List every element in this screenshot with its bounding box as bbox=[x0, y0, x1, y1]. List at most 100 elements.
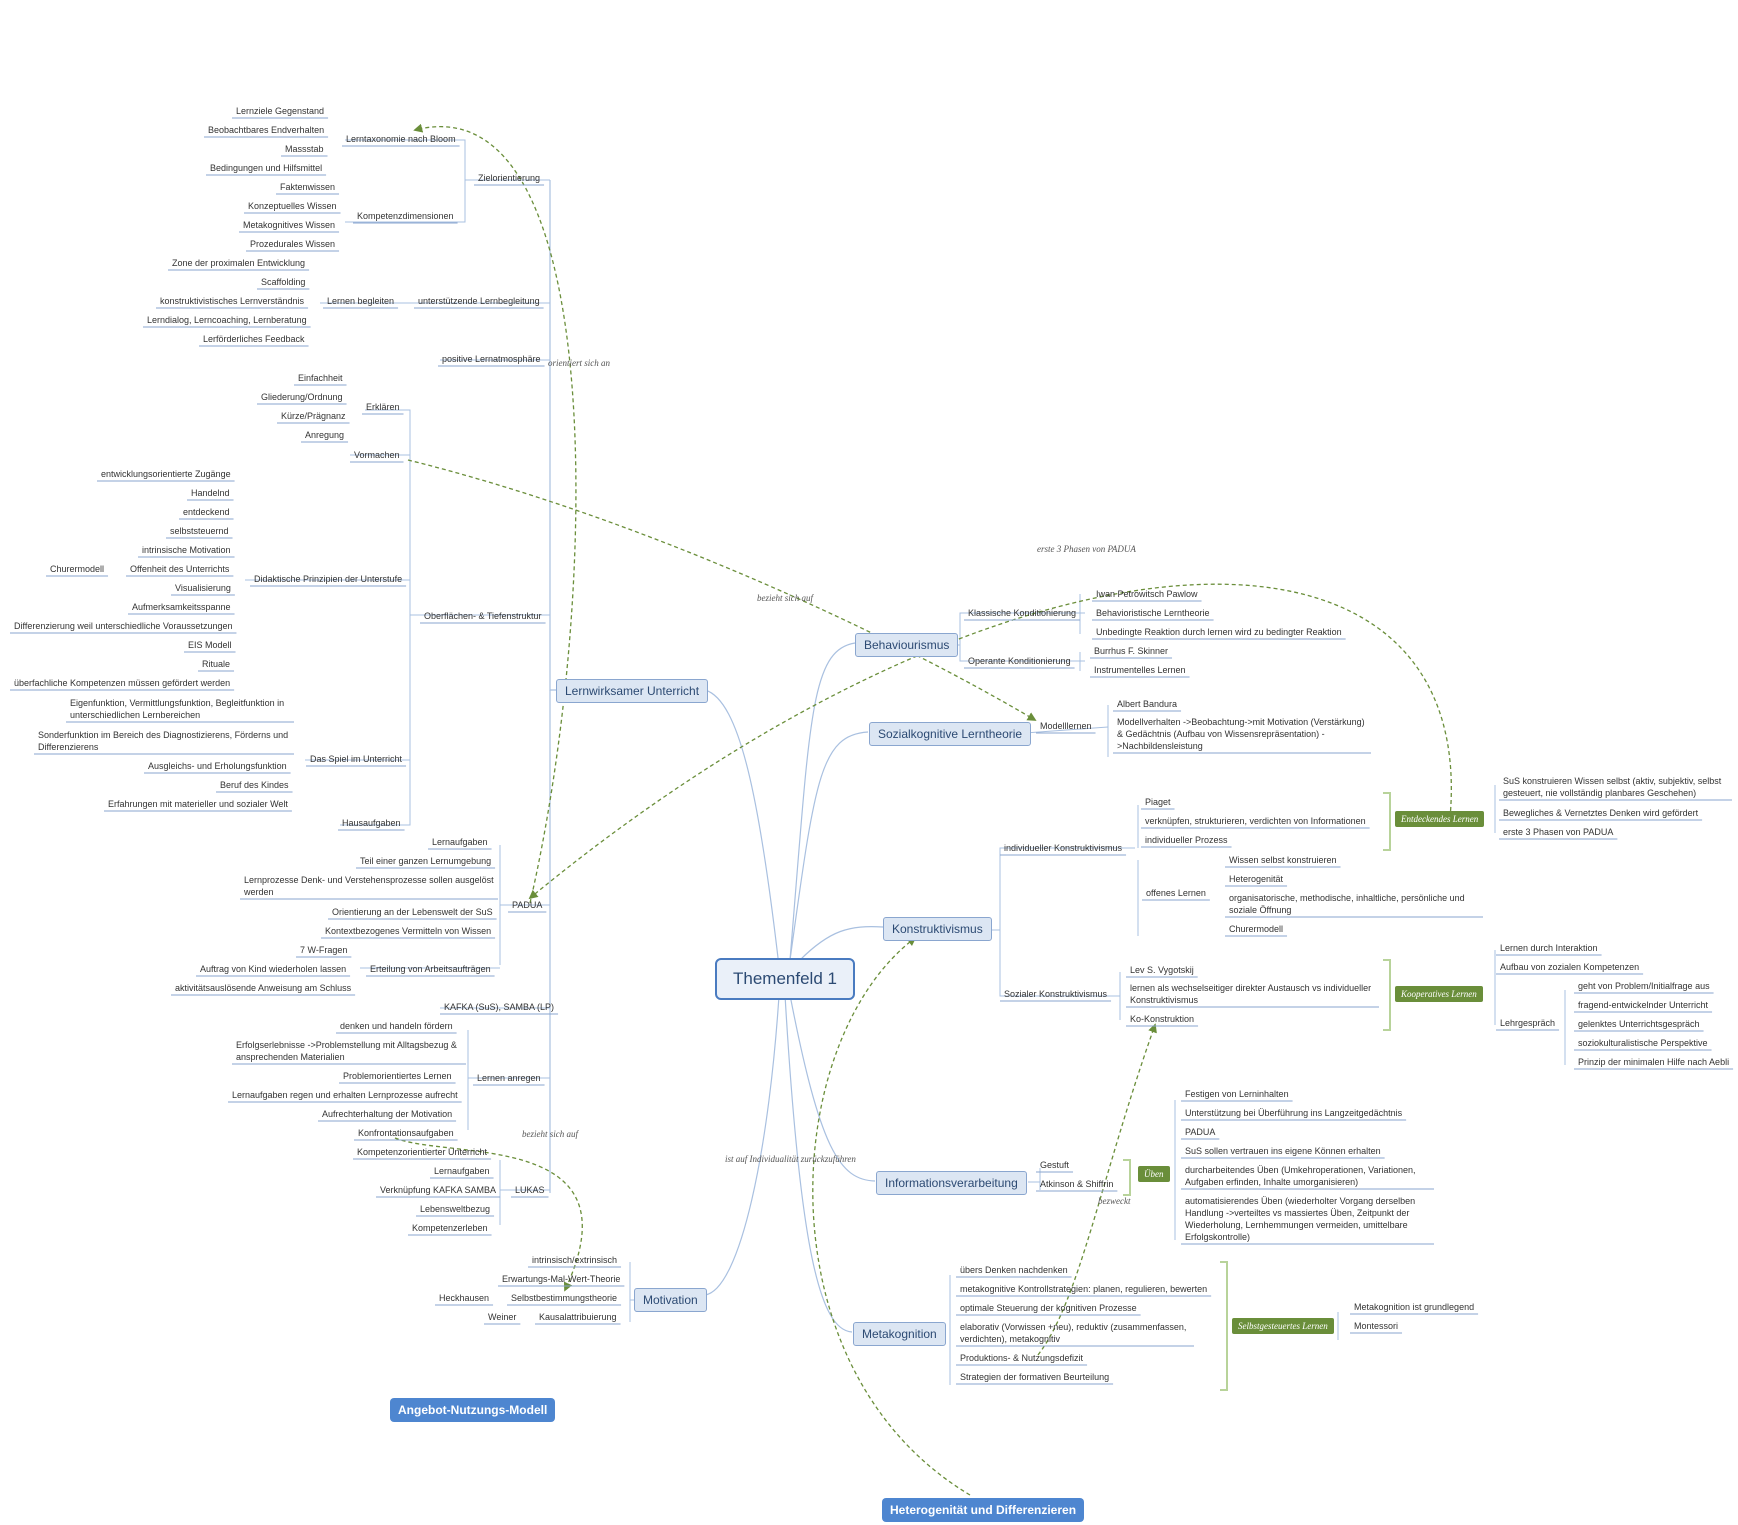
leaf-lernaufgaben[interactable]: Lernaufgaben bbox=[432, 837, 488, 847]
leaf-sonderfunktion[interactable]: Sonderfunktion im Bereich des Diagnostiz… bbox=[38, 730, 289, 752]
topic-informationsverarbeitung[interactable]: Informationsverarbeitung bbox=[876, 1171, 1027, 1195]
node-kompetenzorientiert[interactable]: Kompetenzorientierter Unterricht bbox=[357, 1147, 488, 1157]
node-arbeitsauftraege[interactable]: Erteilung von Arbeitsaufträgen bbox=[370, 964, 491, 974]
leaf-organisatorische[interactable]: organisatorische, methodische, inhaltlic… bbox=[1229, 893, 1465, 915]
leaf-lernaufgaben-regen[interactable]: Lernaufgaben regen und erhalten Lernproz… bbox=[232, 1090, 458, 1100]
leaf-lerndialog[interactable]: Lerndialog, Lerncoaching, Lernberatung bbox=[147, 315, 307, 325]
leaf-fragend-entwickelnd[interactable]: fragend-entwickelnder Unterricht bbox=[1578, 1000, 1709, 1010]
leaf-wechselseitig[interactable]: lernen als wechselseitiger direkter Aust… bbox=[1130, 983, 1372, 1005]
leaf-churermodell-left[interactable]: Churermodell bbox=[50, 564, 105, 574]
leaf-unbedingte-reaktion[interactable]: Unbedingte Reaktion durch lernen wird zu… bbox=[1096, 627, 1342, 637]
leaf-gelenktes[interactable]: gelenktes Unterrichtsgespräch bbox=[1578, 1019, 1700, 1029]
summary-selbstgesteuertes-lernen[interactable]: Selbstgesteuertes Lernen bbox=[1232, 1318, 1334, 1334]
leaf-kontrollstrategien[interactable]: metakognitive Kontrollstrategien: planen… bbox=[960, 1284, 1208, 1294]
leaf-vygotskij[interactable]: Lev S. Vygotskij bbox=[1130, 965, 1194, 975]
leaf-optimale-steuerung[interactable]: optimale Steuerung der kognitiven Prozes… bbox=[960, 1303, 1137, 1313]
leaf-montessori[interactable]: Montessori bbox=[1354, 1321, 1399, 1331]
leaf-erste-3-phasen[interactable]: erste 3 Phasen von PADUA bbox=[1503, 827, 1614, 837]
leaf-kausalattribuierung[interactable]: Kausalattribuierung bbox=[539, 1312, 617, 1322]
leaf-bandura[interactable]: Albert Bandura bbox=[1117, 699, 1178, 709]
node-padua[interactable]: PADUA bbox=[512, 900, 543, 910]
leaf-beobachtbares[interactable]: Beobachtbares Endverhalten bbox=[208, 125, 325, 135]
leaf-aufrechterhaltung[interactable]: Aufrechterhaltung der Motivation bbox=[322, 1109, 453, 1119]
node-individueller-konstruktivismus[interactable]: individueller Konstruktivismus bbox=[1004, 843, 1123, 853]
leaf-lernprozesse[interactable]: Lernprozesse Denk- und Verstehensprozess… bbox=[244, 875, 494, 897]
leaf-selbstbestimmung[interactable]: Selbstbestimmungstheorie bbox=[511, 1293, 618, 1303]
node-kafka[interactable]: KAFKA (SuS), SAMBA (LP) bbox=[444, 1002, 555, 1012]
leaf-lukas-lernaufgaben[interactable]: Lernaufgaben bbox=[434, 1166, 490, 1176]
node-modelllernen[interactable]: Modelllernen bbox=[1040, 721, 1092, 731]
topic-behaviourismus[interactable]: Behaviourismus bbox=[855, 633, 959, 657]
node-operante-konditionierung[interactable]: Operante Konditionierung bbox=[968, 656, 1071, 666]
leaf-individueller-prozess[interactable]: individueller Prozess bbox=[1145, 835, 1228, 845]
leaf-aufbau-kompetenzen[interactable]: Aufbau von zozialen Kompetenzen bbox=[1500, 962, 1640, 972]
leaf-zone[interactable]: Zone der proximalen Entwicklung bbox=[172, 258, 306, 268]
leaf-prozedurales[interactable]: Prozedurales Wissen bbox=[250, 239, 336, 249]
node-vormachen[interactable]: Vormachen bbox=[354, 450, 400, 460]
leaf-soziokulturalistisch[interactable]: soziokulturalistische Perspektive bbox=[1578, 1038, 1708, 1048]
leaf-lebensweltbezug[interactable]: Lebensweltbezug bbox=[420, 1204, 491, 1214]
leaf-differenzierung[interactable]: Differenzierung weil unterschiedliche Vo… bbox=[14, 621, 233, 631]
node-offenes-lernen[interactable]: offenes Lernen bbox=[1146, 888, 1206, 898]
leaf-auftrag-wiederholen[interactable]: Auftrag von Kind wiederholen lassen bbox=[200, 964, 347, 974]
leaf-erfolgserlebnisse[interactable]: Erfolgserlebnisse ->Problemstellung mit … bbox=[236, 1040, 457, 1062]
leaf-verknuepfen[interactable]: verknüpfen, strukturieren, verdichten vo… bbox=[1145, 816, 1366, 826]
node-lernen-begleiten[interactable]: Lernen begleiten bbox=[327, 296, 395, 306]
node-oberflaechen[interactable]: Oberflächen- & Tiefenstruktur bbox=[424, 611, 542, 621]
leaf-rituale[interactable]: Rituale bbox=[202, 659, 231, 669]
node-spiel[interactable]: Das Spiel im Unterricht bbox=[310, 754, 403, 764]
leaf-handelnd[interactable]: Handelnd bbox=[191, 488, 230, 498]
node-sozialer-konstruktivismus[interactable]: Sozialer Konstruktivismus bbox=[1004, 989, 1108, 999]
leaf-lernziele[interactable]: Lernziele Gegenstand bbox=[236, 106, 325, 116]
leaf-teil-einer[interactable]: Teil einer ganzen Lernumgebung bbox=[360, 856, 492, 866]
leaf-problemorientiert[interactable]: Problemorientiertes Lernen bbox=[343, 1071, 452, 1081]
leaf-anregung[interactable]: Anregung bbox=[305, 430, 345, 440]
leaf-grundlegend[interactable]: Metakognition ist grundlegend bbox=[1354, 1302, 1475, 1312]
leaf-feedback[interactable]: Lerförderliches Feedback bbox=[203, 334, 305, 344]
leaf-instrumentelles[interactable]: Instrumentelles Lernen bbox=[1094, 665, 1186, 675]
floating-topic-angebot-nutzungs-modell[interactable]: Angebot-Nutzungs-Modell bbox=[390, 1398, 556, 1422]
leaf-elaborativ[interactable]: elaborativ (Vorwissen +neu), reduktiv (z… bbox=[960, 1322, 1187, 1344]
leaf-unterstuetzung[interactable]: Unterstützung bei Überführung ins Langze… bbox=[1185, 1108, 1403, 1118]
leaf-bewegliches[interactable]: Bewegliches & Vernetztes Denken wird gef… bbox=[1503, 808, 1699, 818]
node-gestuft[interactable]: Gestuft bbox=[1040, 1160, 1070, 1170]
leaf-problem-initialfrage[interactable]: geht von Problem/Initialfrage aus bbox=[1578, 981, 1710, 991]
topic-motivation[interactable]: Motivation bbox=[634, 1288, 707, 1312]
node-atkinson-shiffrin[interactable]: Atkinson & Shiffrin bbox=[1040, 1179, 1114, 1189]
leaf-lernen-interaktion[interactable]: Lernen durch Interaktion bbox=[1500, 943, 1598, 953]
leaf-durcharbeitend[interactable]: durcharbeitendes Üben (Umkehroperationen… bbox=[1185, 1165, 1416, 1187]
leaf-orientierung[interactable]: Orientierung an der Lebenswelt der SuS bbox=[332, 907, 493, 917]
leaf-ueberfachliche[interactable]: überfachliche Kompetenzen müssen geförde… bbox=[14, 678, 231, 688]
leaf-piaget[interactable]: Piaget bbox=[1145, 797, 1171, 807]
leaf-eigenfunktion[interactable]: Eigenfunktion, Vermittlungsfunktion, Beg… bbox=[70, 698, 285, 720]
leaf-konzeptuelles[interactable]: Konzeptuelles Wissen bbox=[248, 201, 337, 211]
floating-topic-heterogenitaet[interactable]: Heterogenität und Differenzieren bbox=[882, 1498, 1085, 1522]
leaf-bedingungen[interactable]: Bedingungen und Hilfsmittel bbox=[210, 163, 323, 173]
leaf-faktenwissen[interactable]: Faktenwissen bbox=[280, 182, 336, 192]
leaf-selbststeuernd[interactable]: selbststeuernd bbox=[170, 526, 229, 536]
leaf-produktionsdefizit[interactable]: Produktions- & Nutzungsdefizit bbox=[960, 1353, 1084, 1363]
leaf-entwicklungsorientierte[interactable]: entwicklungsorientierte Zugänge bbox=[101, 469, 231, 479]
leaf-offenheit[interactable]: Offenheit des Unterrichts bbox=[130, 564, 230, 574]
topic-sozialkognitive-lerntheorie[interactable]: Sozialkognitive Lerntheorie bbox=[869, 722, 1032, 746]
node-hausaufgaben[interactable]: Hausaufgaben bbox=[342, 818, 401, 828]
node-klassische-konditionierung[interactable]: Klassische Konditionierung bbox=[968, 608, 1077, 618]
leaf-wissen-selbst[interactable]: Wissen selbst konstruieren bbox=[1229, 855, 1337, 865]
summary-entdeckendes-lernen[interactable]: Entdeckendes Lernen bbox=[1395, 811, 1485, 827]
leaf-aufmerksamkeit[interactable]: Aufmerksamkeitsspanne bbox=[132, 602, 231, 612]
leaf-padua-right[interactable]: PADUA bbox=[1185, 1127, 1216, 1137]
node-didaktische-prinzipien[interactable]: Didaktische Prinzipien der Unterstufe bbox=[254, 574, 403, 584]
leaf-ko-konstruktion[interactable]: Ko-Konstruktion bbox=[1130, 1014, 1195, 1024]
leaf-massstab[interactable]: Massstab bbox=[285, 144, 324, 154]
leaf-intrinsisch[interactable]: intrinsisch/extrinsisch bbox=[532, 1255, 618, 1265]
node-lehrgespraech[interactable]: Lehrgespräch bbox=[1500, 1018, 1556, 1028]
leaf-churermodell-right[interactable]: Churermodell bbox=[1229, 924, 1284, 934]
leaf-heckhausen[interactable]: Heckhausen bbox=[439, 1293, 490, 1303]
leaf-behavioristische[interactable]: Behavioristische Lerntheorie bbox=[1096, 608, 1210, 618]
leaf-metakognitives[interactable]: Metakognitives Wissen bbox=[243, 220, 336, 230]
node-zielorientierung[interactable]: Zielorientierung bbox=[478, 173, 541, 183]
leaf-kompetenzerleben[interactable]: Kompetenzerleben bbox=[412, 1223, 488, 1233]
leaf-heterogenitaet[interactable]: Heterogenität bbox=[1229, 874, 1284, 884]
node-lernen-anregen[interactable]: Lernen anregen bbox=[477, 1073, 541, 1083]
leaf-aktivitaetsausloesend[interactable]: aktivitätsauslösende Anweisung am Schlus… bbox=[175, 983, 352, 993]
